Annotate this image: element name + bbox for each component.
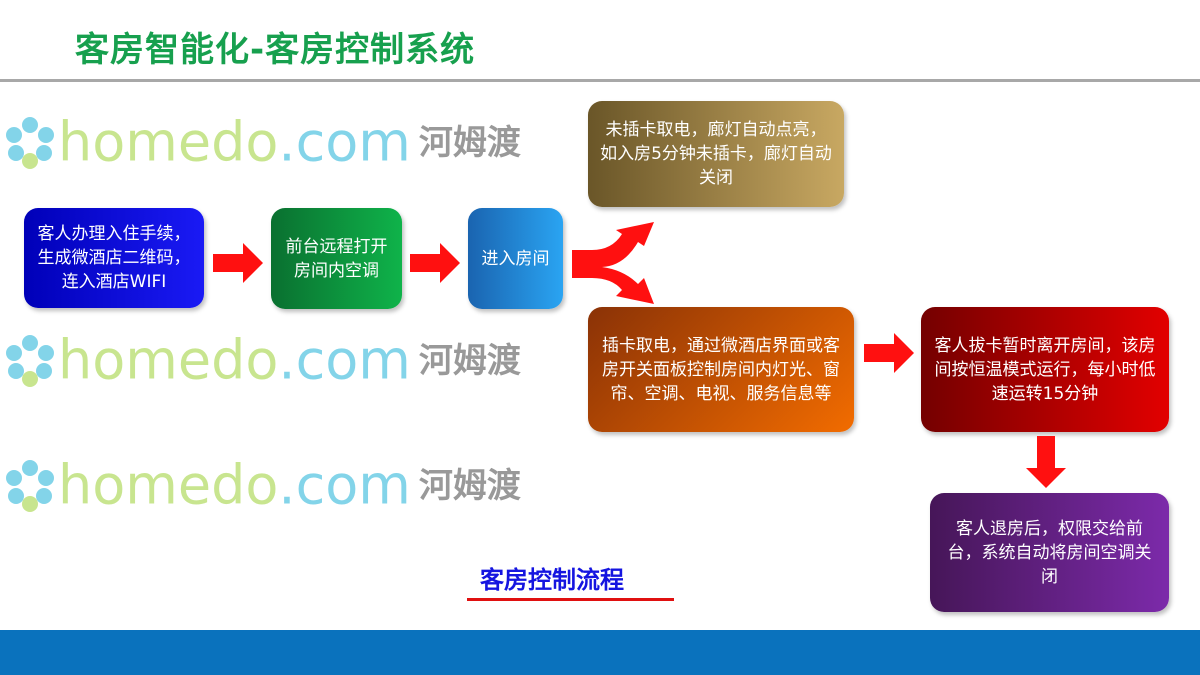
flower-logo-icon — [6, 116, 54, 169]
step-checkout: 客人退房后，权限交给前台，系统自动将房间空调关闭 — [930, 493, 1169, 612]
step-front-desk: 前台远程打开房间内空调 — [271, 208, 402, 309]
footer-bar — [0, 630, 1200, 675]
split-arrow-icon — [572, 222, 654, 304]
step-card-in: 插卡取电，通过微酒店界面或客房开关面板控制房间内灯光、窗帘、空调、电视、服务信息… — [588, 307, 854, 432]
arrow-right-icon — [410, 243, 460, 283]
title-divider — [0, 79, 1200, 82]
arrow-down-icon — [1026, 436, 1066, 488]
flow-caption: 客房控制流程 — [480, 566, 624, 594]
slide-title: 客房智能化-客房控制系统 — [75, 30, 476, 70]
arrow-right-icon — [864, 333, 914, 373]
step-enter-room: 进入房间 — [468, 208, 563, 309]
step-no-card: 未插卡取电，廊灯自动点亮，如入房5分钟未插卡，廊灯自动关闭 — [588, 101, 844, 207]
arrow-right-icon — [213, 243, 263, 283]
step-checkin: 客人办理入住手续，生成微酒店二维码，连入酒店WIFI — [24, 208, 204, 308]
flower-logo-icon — [6, 334, 54, 387]
flower-logo-icon — [6, 459, 54, 512]
caption-underline — [467, 598, 674, 601]
step-card-out: 客人拔卡暂时离开房间，该房间按恒温模式运行，每小时低速运转15分钟 — [921, 307, 1169, 432]
